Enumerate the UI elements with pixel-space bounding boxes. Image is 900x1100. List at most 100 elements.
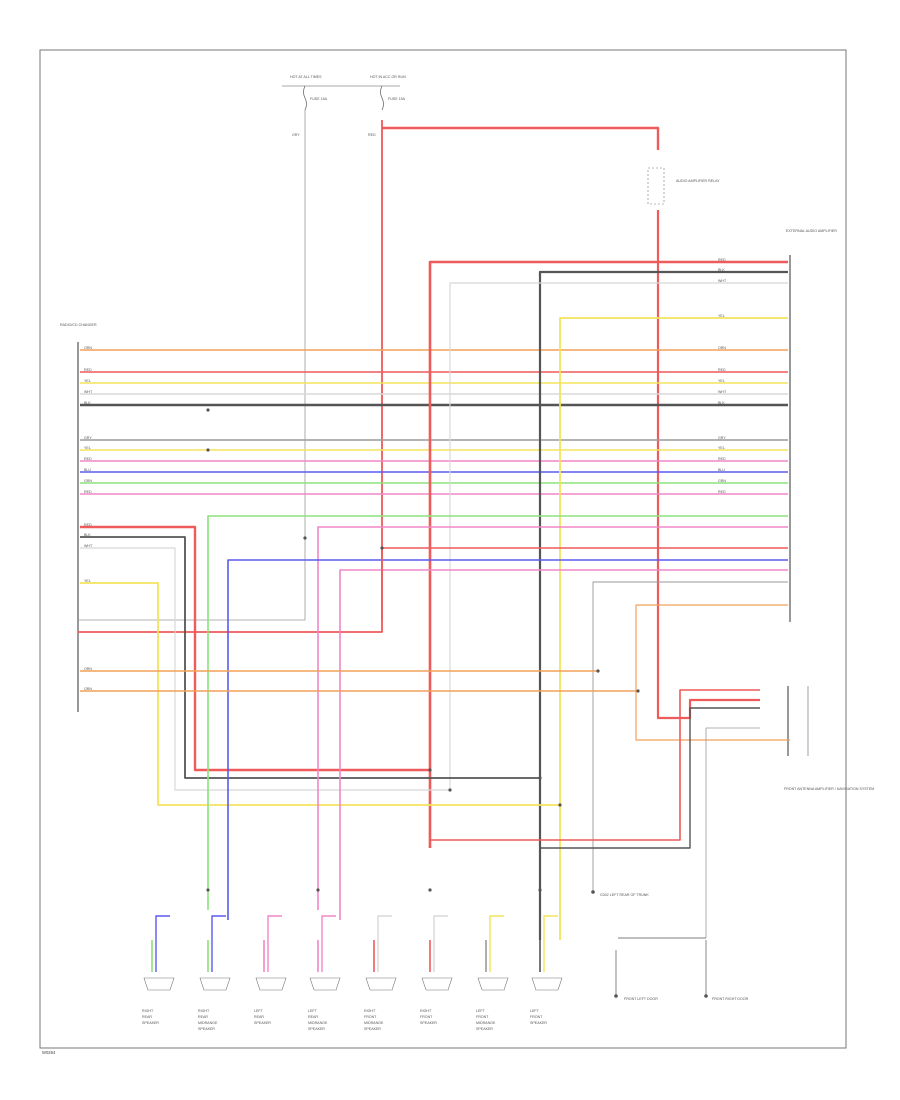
- wire-label-amp-yellow: YEL: [718, 314, 725, 318]
- speaker-label-7: MIDRANGE: [476, 1021, 496, 1025]
- splice-dot-11: [316, 888, 320, 892]
- fuse-2-wire-label: RED: [368, 133, 376, 137]
- speaker-icon: [309, 977, 341, 991]
- wire-nav-red: [430, 689, 760, 841]
- wire-label-right-10: RED: [718, 490, 726, 494]
- wire-fuse-relay-red: [382, 126, 660, 150]
- speaker-label-5: MIDRANGE: [364, 1021, 384, 1025]
- wire-label-right-8: BLU: [718, 468, 725, 472]
- splice-dot-9: [636, 689, 640, 693]
- speaker-label-2: SPEAKER: [198, 1027, 215, 1031]
- speaker-label-6: RIGHT: [420, 1009, 432, 1013]
- speaker-icon: [477, 977, 509, 991]
- wire-radio-white-lower: [80, 547, 450, 791]
- wire-amp-red-lower: [381, 547, 788, 620]
- splice-dot-8: [596, 669, 600, 673]
- splice-dot-1: [206, 448, 210, 452]
- amplifier-connector: EXTERNAL AUDIO AMPLIFIER: [786, 229, 837, 622]
- wire-label-left-3: WHT: [84, 390, 93, 394]
- speaker-label-4: REAR: [308, 1015, 318, 1019]
- speaker-label-7: FRONT: [476, 1015, 489, 1019]
- wire-label-left-10: RED: [84, 490, 92, 494]
- wire-label-amp-red: RED: [718, 258, 726, 262]
- speaker-label-6: SPEAKER: [420, 1021, 437, 1025]
- speaker-layer: RIGHT REAR SPEAKER RIGHT REAR MIDRANGE SPEAKER…: [142, 915, 563, 1031]
- wire-amp-green-lower: [207, 515, 788, 910]
- speaker-icon: [199, 977, 231, 991]
- speaker-label-5: RIGHT: [364, 1009, 376, 1013]
- splice-dot-4: [428, 768, 432, 772]
- speaker-lead-b: [489, 915, 504, 972]
- wire-label-radio-white: WHT: [84, 544, 93, 548]
- speaker-6: RIGHT FRONT SPEAKER: [420, 915, 453, 1025]
- speaker-label-3: SPEAKER: [254, 1021, 271, 1025]
- speaker-label-1: SPEAKER: [142, 1021, 159, 1025]
- speaker-icon: [255, 977, 287, 991]
- splice-dot-6: [538, 776, 542, 780]
- wire-label-left-2: YEL: [84, 379, 91, 383]
- wire-label-radio-black: BLK: [84, 533, 91, 537]
- wire-label-left-1: RED: [84, 368, 92, 372]
- speaker-label-4: MIDRANGE: [308, 1021, 328, 1025]
- wire-label-right-5: GRY: [718, 436, 726, 440]
- splice-dot-0: [206, 408, 210, 412]
- wire-label-right-0: ORN: [718, 346, 726, 350]
- wire-label-right-6: YEL: [718, 446, 725, 450]
- wire-label-right-2: YEL: [718, 379, 725, 383]
- wire-label-radio-orange-2: ORN: [84, 687, 92, 691]
- door-switch-right-icon: [704, 994, 708, 998]
- wire-amp-orange: [635, 604, 790, 741]
- speaker-label-6: FRONT: [420, 1015, 433, 1019]
- splice-dot-3: [380, 546, 384, 550]
- wire-label-radio-orange-1: ORN: [84, 667, 92, 671]
- speaker-label-1: REAR: [142, 1015, 152, 1019]
- speaker-label-4: LEFT: [308, 1009, 318, 1013]
- wire-label-right-7: RED: [718, 457, 726, 461]
- wire-label-left-9: GRN: [84, 479, 92, 483]
- radio-label: RADIO/CD CHANGER: [60, 323, 97, 327]
- amplifier-label: EXTERNAL AUDIO AMPLIFIER: [786, 229, 837, 233]
- speaker-label-2: REAR: [198, 1015, 208, 1019]
- speaker-label-8: FRONT: [530, 1015, 543, 1019]
- door-switch-left-icon: [614, 994, 618, 998]
- front-left-door-label: FRONT LEFT DOOR: [624, 997, 658, 1001]
- speaker-label-5: FRONT: [364, 1015, 377, 1019]
- speaker-lead-b: [155, 915, 170, 972]
- wire-label-right-3: WHT: [718, 390, 727, 394]
- speaker-label-2: MIDRANGE: [198, 1021, 218, 1025]
- speaker-label-5: SPEAKER: [364, 1027, 381, 1031]
- wire-amp-ground: [592, 581, 788, 892]
- speaker-label-3: LEFT: [254, 1009, 264, 1013]
- speaker-label-7: SPEAKER: [476, 1027, 493, 1031]
- wire-amp-white-1: [449, 282, 788, 790]
- splice-dot-2: [303, 536, 307, 540]
- wire-label-left-7: RED: [84, 457, 92, 461]
- speaker-icon: [143, 977, 175, 991]
- fuse-1-name: FUSE 15A: [310, 97, 328, 101]
- speaker-label-8: SPEAKER: [530, 1021, 547, 1025]
- nav-connector: FRONT ANTENNA AMPLIFIER / NAVIGATION SYS…: [784, 686, 874, 791]
- wire-label-right-1: RED: [718, 368, 726, 372]
- amplifier-relay: AUDIO AMPLIFIER RELAY: [647, 167, 720, 205]
- speaker-lead-b: [377, 915, 392, 972]
- splice-dot-5: [448, 788, 452, 792]
- wire-label-right-9: GRN: [718, 479, 726, 483]
- wire-label-amp-white: WHT: [718, 279, 727, 283]
- speaker-icon: [421, 977, 453, 991]
- wire-amp-yellow-1: [559, 317, 788, 940]
- fuse-block: HOT AT ALL TIMES HOT IN ACC OR RUN FUSE …: [282, 75, 406, 137]
- ground-point: G302 LEFT REAR OF TRUNK: [591, 890, 649, 897]
- wire-radio-yellow-lower: [80, 582, 560, 806]
- speaker-5: RIGHT FRONT MIDRANGE SPEAKER: [364, 915, 397, 1031]
- wire-amp-pink-lower-2: [339, 569, 788, 920]
- fuse-1-icon: [303, 85, 307, 111]
- wire-label-radio-yellow: YEL: [84, 579, 91, 583]
- fuse-1-title: HOT AT ALL TIMES: [290, 75, 322, 79]
- radio-connector: RADIO/CD CHANGER: [60, 323, 97, 712]
- fuse-2-icon: [380, 85, 384, 111]
